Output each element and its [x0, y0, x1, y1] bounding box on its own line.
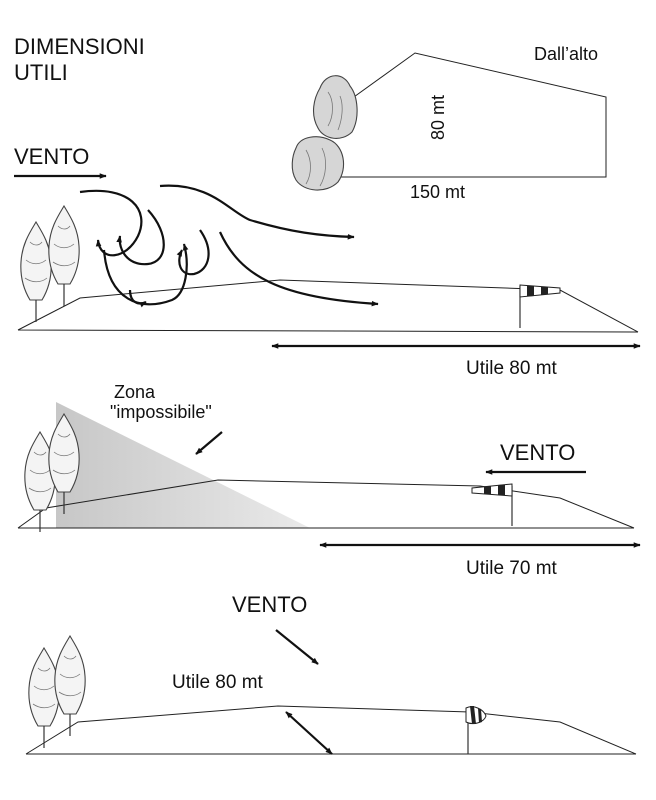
turbulence-arrow — [116, 209, 165, 266]
scene1-useful-label: Utile 80 mt — [466, 358, 558, 379]
turbulence-arrow — [79, 189, 143, 257]
title-line-2: UTILI — [14, 60, 68, 85]
windsock-icon — [519, 284, 561, 328]
turbulence-arrow — [218, 231, 379, 307]
zone-pointer-arrow — [195, 431, 223, 455]
scene2-ground — [17, 479, 635, 529]
scene-impossible-zone: Zona "impossibile" VENTO Utile 70 mt — [17, 382, 641, 579]
zone-label-line-1: Zona — [114, 382, 156, 402]
turbulence-arrow — [128, 289, 147, 308]
top-view: Dall’alto 80 mt 150 mt — [291, 44, 607, 202]
scene3-useful-label: Utile 80 mt — [172, 672, 264, 693]
scene3-wind-label: VENTO — [232, 592, 307, 617]
rock-icon — [291, 136, 345, 191]
tree-icon — [20, 221, 52, 323]
scene1-wind-label: VENTO — [14, 144, 89, 169]
scene3-ground — [25, 705, 637, 755]
scene3-useful-range-arrow — [285, 711, 333, 755]
turbulence-arrow — [159, 184, 355, 240]
scene-turbulence: VENTO Utile 80 mt — [14, 144, 641, 379]
scene2-wind-label: VENTO — [500, 440, 575, 465]
scene1-ground — [17, 279, 639, 333]
scene3-wind-arrow — [275, 629, 319, 665]
title-line-1: DIMENSIONI — [14, 34, 145, 59]
scene2-useful-label: Utile 70 mt — [466, 558, 558, 579]
scene-crosswind: VENTO Utile 80 mt — [25, 592, 637, 755]
tree-icon — [48, 205, 80, 307]
tree-icon — [54, 635, 86, 737]
width-label: 150 mt — [410, 182, 465, 202]
windsock-icon — [471, 483, 513, 526]
top-view-label: Dall’alto — [534, 44, 598, 64]
windsock-icon — [465, 706, 487, 754]
tree-icon — [28, 647, 60, 749]
rock-icon — [312, 75, 358, 139]
top-view-field-outline — [338, 52, 607, 178]
zone-label-line-2: "impossibile" — [110, 402, 212, 422]
depth-label: 80 mt — [428, 95, 448, 140]
turbulence-arrow — [102, 243, 189, 306]
turbulence-arrow — [176, 229, 210, 276]
